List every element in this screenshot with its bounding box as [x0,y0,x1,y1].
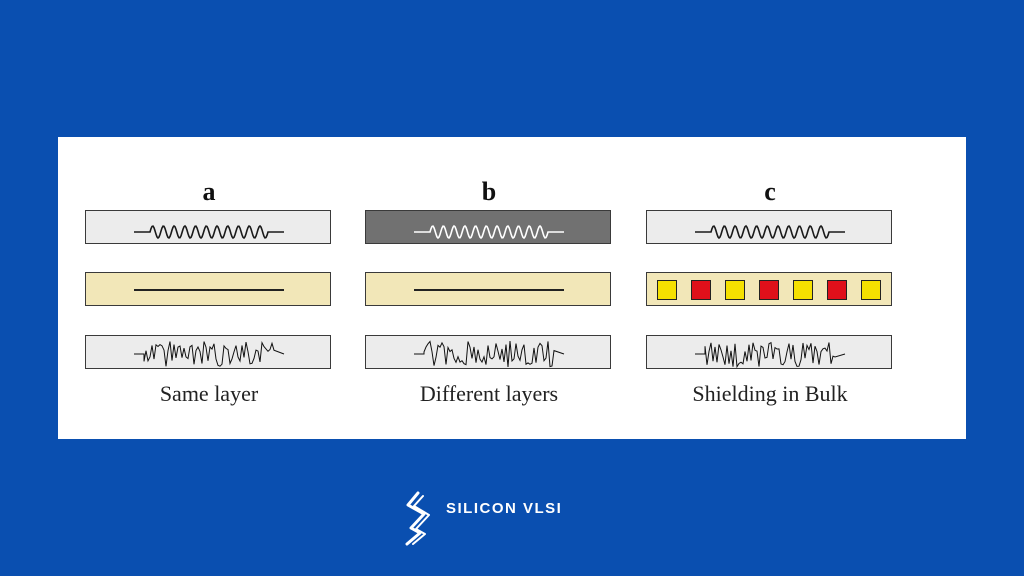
noise-wave-icon [695,341,846,369]
lightning-s-logo-icon [405,491,430,546]
signal-strip-victim [365,335,611,369]
shield-square-red [691,280,711,300]
column-caption: Same layer [159,381,259,406]
column-label: a [202,177,216,206]
shield-square-red [759,280,779,300]
brand: SILICON VLSI [398,490,618,546]
column-a: a Same layer [85,137,333,439]
shield-square-yellow [861,280,881,300]
noise-wave-icon [134,340,285,367]
conductor-line [414,289,564,291]
column-label: b [481,177,497,206]
signal-strip-victim [85,335,331,369]
insulator-strip [85,272,331,306]
column-caption: Different layers [419,381,559,406]
figure-panel: a Same layer b Different layers [58,137,966,439]
sine-wave-icon [695,224,845,240]
signal-strip-victim [646,335,892,369]
shielding-strip [646,272,892,306]
column-b: b Different layers [365,137,613,439]
insulator-strip [365,272,611,306]
column-label: c [764,177,776,206]
shield-square-yellow [725,280,745,300]
noise-wave-icon [414,340,565,368]
brand-name: SILICON VLSI [446,500,563,517]
sine-wave-icon [414,224,564,240]
shield-square-red [827,280,847,300]
column-c: c Shielding in Bulk [646,137,894,439]
signal-strip-aggressor [646,210,892,244]
shield-square-yellow [657,280,677,300]
shield-square-yellow [793,280,813,300]
column-caption: Shielding in Bulk [692,381,848,406]
signal-strip-aggressor [85,210,331,244]
sine-wave-icon [134,224,284,240]
signal-strip-aggressor [365,210,611,244]
conductor-line [134,289,284,291]
